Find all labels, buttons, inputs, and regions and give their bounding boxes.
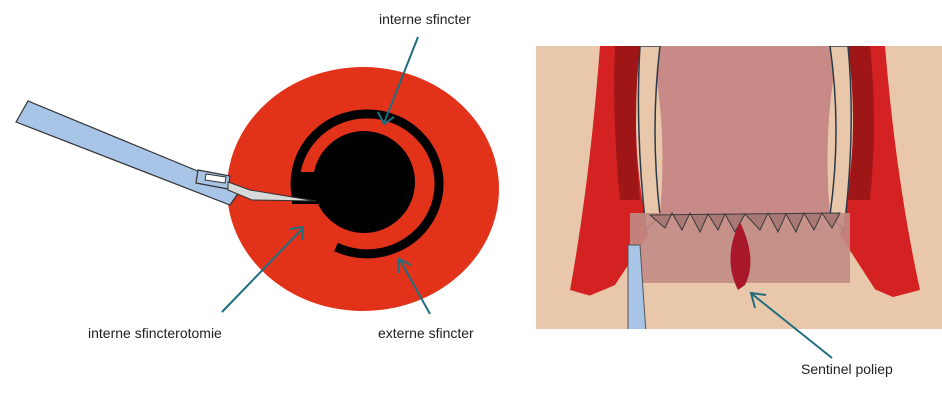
label-external-sphincter: externe sfincter bbox=[378, 325, 474, 341]
label-internal-sphincterotomy: interne sfincterotomie bbox=[88, 325, 222, 341]
anatomical-diagram bbox=[536, 46, 942, 393]
rectal-lumen bbox=[650, 46, 840, 215]
label-sentinel-polyp: Sentinel poliep bbox=[801, 361, 893, 377]
label-internal-sphincter: interne sfincter bbox=[379, 11, 471, 27]
cross-section-diagram bbox=[16, 37, 499, 314]
anal-lumen bbox=[313, 131, 415, 233]
